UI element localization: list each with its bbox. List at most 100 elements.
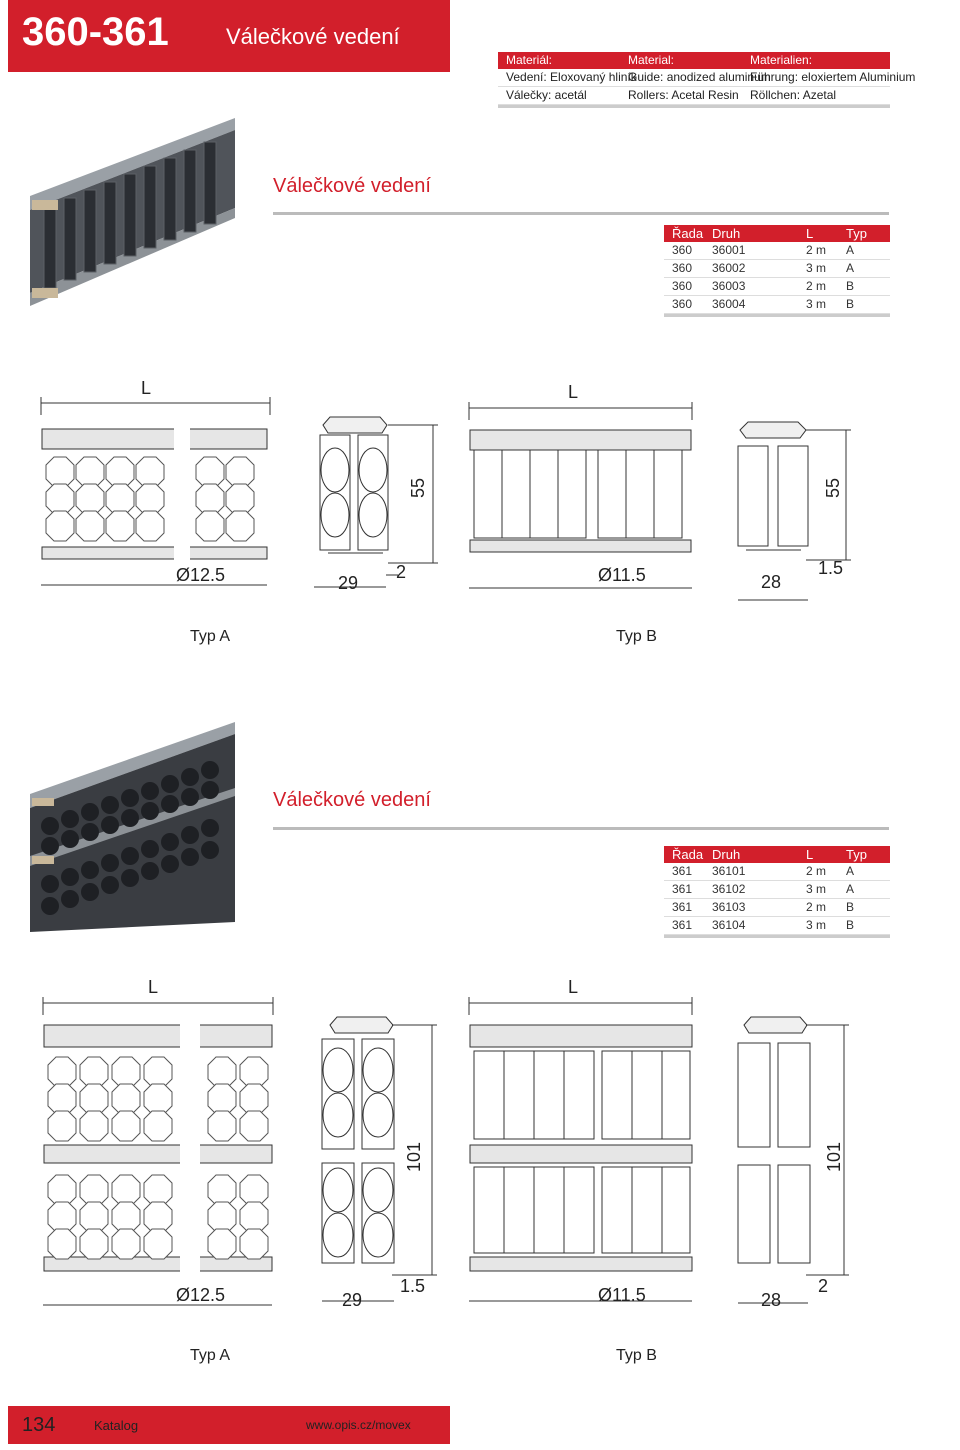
table-row: 360 36004 3 m B — [664, 296, 890, 314]
dim-height-360-b: 55 — [823, 477, 843, 498]
cell-l: 2 m — [806, 900, 827, 914]
table-360-header: Řada Druh L Typ — [664, 225, 890, 242]
cell-druh: 36104 — [712, 918, 746, 932]
cell-rada: 361 — [672, 864, 693, 878]
cell-l: 2 m — [806, 864, 827, 878]
guide-en: Guide: anodized aluminum — [628, 70, 771, 84]
guide-de: Führung: eloxiertem Aluminium — [750, 70, 916, 84]
typ-a-label-361: Typ A — [190, 1347, 231, 1364]
section-361-title: Válečkové vedení — [273, 789, 431, 811]
section-360-title: Válečkové vedení — [273, 175, 431, 197]
dim-height-361-b: 101 — [824, 1141, 844, 1172]
dim-diam-361-a: Ø12.5 — [176, 1285, 226, 1305]
table-row: 360 36001 2 m A — [664, 242, 890, 260]
dim-thk-361-b: 2 — [818, 1276, 829, 1296]
table-row: 361 36101 2 m A — [664, 863, 890, 881]
footer-label: Katalog — [94, 1418, 139, 1433]
cell-typ: A — [846, 882, 855, 896]
dim-thk-360-a: 2 — [396, 562, 407, 582]
header-bar — [8, 0, 450, 72]
materials-rollers-row: Válečky: acetál Rollers: Acetal Resin Rö… — [498, 87, 890, 105]
guide-cz: Vedení: Eloxovaný hliník — [506, 70, 637, 84]
table-row: 361 36102 3 m A — [664, 881, 890, 899]
typ-b-label-361: Typ B — [616, 1347, 657, 1364]
cell-druh: 36002 — [712, 261, 746, 275]
cell-typ: B — [846, 918, 855, 932]
dim-l-361-b: L — [568, 977, 579, 997]
table-361-rule — [664, 935, 890, 938]
dim-thk-361-a: 1.5 — [400, 1276, 426, 1296]
cell-rada: 360 — [672, 261, 693, 275]
col-rada: Řada — [672, 847, 704, 862]
cell-druh: 36102 — [712, 882, 746, 896]
typ-a-label-360: Typ A — [190, 628, 231, 645]
cell-druh: 36103 — [712, 900, 746, 914]
table-360: Řada Druh L Typ 360 36001 2 m A 360 3600… — [664, 225, 890, 317]
dim-diam-360-a: Ø12.5 — [176, 565, 226, 585]
drawing-360-typ-a — [40, 397, 438, 588]
dim-l-360-a: L — [141, 378, 152, 398]
cell-druh: 36001 — [712, 243, 746, 257]
rollers-de: Röllchen: Azetal — [750, 88, 837, 102]
cell-rada: 361 — [672, 882, 693, 896]
table-360-rule — [664, 314, 890, 317]
materials-head-cz: Materiál: — [506, 53, 553, 67]
col-druh: Druh — [712, 226, 741, 241]
product-photo-360 — [30, 118, 235, 306]
cell-l: 3 m — [806, 882, 827, 896]
drawing-361-typ-a — [42, 997, 437, 1306]
rollers-cz: Válečky: acetál — [506, 88, 587, 102]
page-number: 134 — [22, 1414, 56, 1436]
dim-thk-360-b: 1.5 — [818, 558, 844, 578]
materials-head-de: Materialien: — [750, 53, 813, 67]
cell-typ: A — [846, 864, 855, 878]
cell-l: 3 m — [806, 297, 827, 311]
cell-l: 3 m — [806, 261, 827, 275]
dim-height-361-a: 101 — [404, 1141, 424, 1172]
materials-header-row: Materiál: Material: Materialien: — [498, 52, 890, 69]
drawing-361-typ-b — [468, 997, 849, 1304]
cell-l: 2 m — [806, 243, 827, 257]
table-row: 360 36003 2 m B — [664, 278, 890, 296]
dim-l-360-b: L — [568, 382, 579, 402]
rollers-en: Rollers: Acetal Resin — [628, 88, 739, 102]
cell-typ: B — [846, 297, 855, 311]
dim-width-360-b: 28 — [761, 572, 782, 592]
col-rada: Řada — [672, 226, 704, 241]
dim-width-360-a: 29 — [338, 573, 359, 593]
footer-url[interactable]: www.opis.cz/movex — [306, 1418, 411, 1432]
dim-diam-361-b: Ø11.5 — [598, 1285, 646, 1305]
cell-l: 3 m — [806, 918, 827, 932]
materials-table: Materiál: Material: Materialien: Vedení:… — [498, 52, 915, 108]
page-title: Válečkové vedení — [226, 24, 400, 49]
drawing-360-typ-b — [468, 402, 851, 601]
cell-typ: B — [846, 900, 855, 914]
table-row: 360 36002 3 m A — [664, 260, 890, 278]
cell-typ: A — [846, 243, 855, 257]
cell-rada: 361 — [672, 918, 693, 932]
cell-rada: 360 — [672, 243, 693, 257]
footer-bar — [8, 1406, 450, 1444]
cell-rada: 360 — [672, 297, 693, 311]
col-typ: Typ — [846, 226, 867, 241]
product-code: 360-361 — [22, 10, 169, 54]
col-druh: Druh — [712, 847, 741, 862]
materials-rule — [498, 105, 890, 108]
cell-druh: 36004 — [712, 297, 746, 311]
dim-width-361-b: 28 — [761, 1290, 782, 1310]
col-typ: Typ — [846, 847, 867, 862]
table-row: 361 36104 3 m B — [664, 917, 890, 935]
materials-guide-row: Vedení: Eloxovaný hliník Guide: anodized… — [498, 69, 915, 87]
cell-typ: A — [846, 261, 855, 275]
dim-width-361-a: 29 — [342, 1290, 363, 1310]
dim-l-361-a: L — [148, 977, 159, 997]
typ-b-label-360: Typ B — [616, 628, 657, 645]
cell-typ: B — [846, 279, 855, 293]
cell-rada: 361 — [672, 900, 693, 914]
dim-height-360-a: 55 — [408, 477, 428, 498]
section-360-rule — [273, 212, 889, 215]
cell-l: 2 m — [806, 279, 827, 293]
section-361-rule — [273, 827, 889, 830]
dim-diam-360-b: Ø11.5 — [598, 565, 646, 585]
col-l: L — [806, 847, 814, 862]
